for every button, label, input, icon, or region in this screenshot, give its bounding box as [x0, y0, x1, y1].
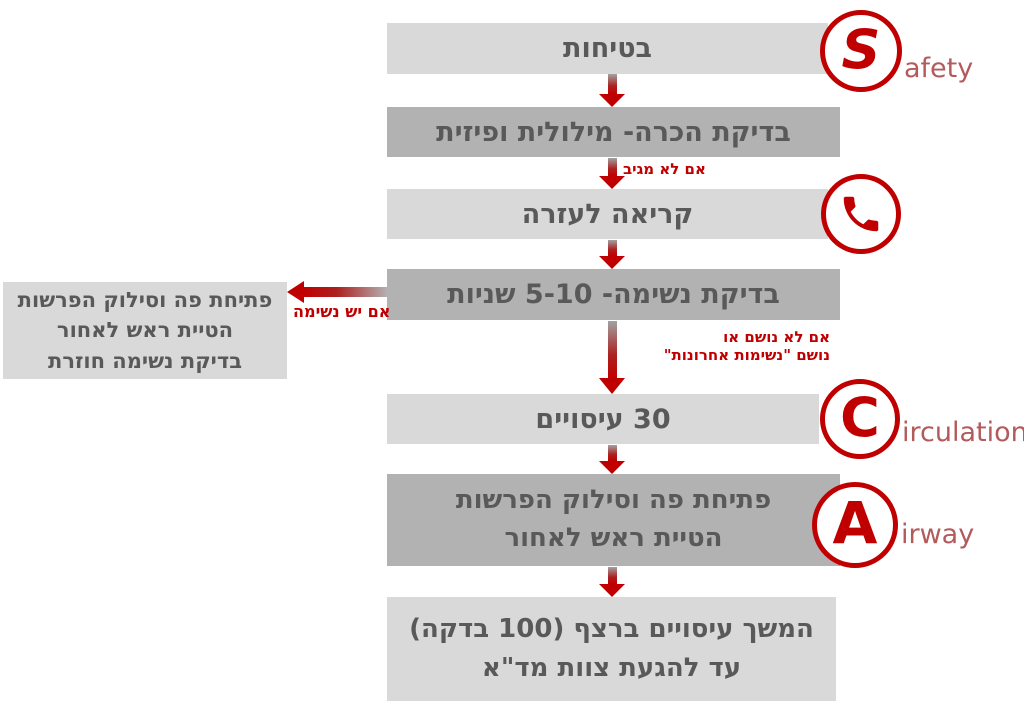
circulation-letter: C	[840, 385, 880, 449]
safety-letter: S	[841, 17, 881, 81]
safety-badge: S	[820, 10, 902, 92]
arrow-shaft	[607, 158, 617, 176]
airway-box-text: פתיחת פה וסילוק הפרשות הטיית ראש לאחור	[456, 482, 771, 557]
box-label-safety: בטיחות	[563, 33, 653, 64]
airway-suffix-label: irway	[901, 519, 975, 550]
arrow-shaft	[607, 445, 617, 461]
airway-box-line2: הטיית ראש לאחור	[504, 523, 723, 553]
arrow-down-icon	[599, 240, 625, 269]
arrow-down-icon	[599, 445, 625, 474]
side-box-text: פתיחת פה וסילוק הפרשות הטיית ראש לאחור ב…	[18, 285, 273, 376]
flow-box-breathing-check: בדיקת נשימה- 5-10 שניות	[387, 269, 840, 320]
airway-badge: A	[812, 482, 898, 568]
flow-box-compressions: 30 עיסויים	[387, 394, 819, 444]
flow-box-recovery-side: פתיחת פה וסילוק הפרשות הטיית ראש לאחור ב…	[3, 282, 287, 379]
flow-box-call-for-help: קריאה לעזרה	[387, 189, 828, 239]
phone-icon	[843, 196, 879, 232]
box-label-call-for-help: קריאה לעזרה	[521, 198, 694, 230]
circulation-badge: C	[820, 379, 900, 459]
arrow-head	[287, 281, 304, 303]
flow-box-consciousness-check: בדיקת הכרה- מילולית ופיזית	[387, 107, 840, 157]
condition-line2: נושם "נשימות אחרונות"	[663, 346, 830, 364]
airway-letter: A	[832, 489, 878, 557]
arrow-left-icon	[287, 281, 388, 303]
arrow-head	[599, 461, 625, 474]
arrow-head	[599, 176, 625, 189]
condition-label-has-breathing: אם יש נשימה	[293, 302, 391, 321]
flow-box-continue-compressions: המשך עיסויים ברצף (100 בדקה) עד להגעת צו…	[387, 597, 836, 701]
box-label-compressions: 30 עיסויים	[535, 403, 671, 435]
arrow-down-icon	[599, 74, 625, 107]
arrow-head	[599, 584, 625, 597]
arrow-down-icon	[599, 321, 625, 394]
condition-line1: אם לא נושם או	[723, 328, 830, 346]
flow-box-safety: בטיחות	[387, 23, 828, 74]
condition-label-not-responding: אם לא מגיב	[623, 160, 706, 178]
arrow-head	[599, 94, 625, 107]
airway-box-line1: פתיחת פה וסילוק הפרשות	[455, 485, 772, 516]
box-label-consciousness-check: בדיקת הכרה- מילולית ופיזית	[436, 116, 791, 148]
arrow-head	[599, 256, 625, 269]
arrow-shaft	[607, 567, 617, 584]
arrow-down-icon	[599, 158, 625, 189]
safety-suffix-label: afety	[904, 53, 974, 84]
call-badge	[821, 174, 901, 254]
arrow-head	[599, 378, 625, 394]
arrow-shaft	[607, 321, 617, 378]
circulation-suffix-label: irculation	[902, 417, 1024, 448]
flow-box-airway: פתיחת פה וסילוק הפרשות הטיית ראש לאחור	[387, 474, 840, 566]
side-box-line1: פתיחת פה וסילוק הפרשות	[17, 287, 273, 312]
condition-label-not-breathing: אם לא נושם או נושם "נשימות אחרונות"	[632, 328, 830, 364]
arrow-shaft	[607, 240, 617, 256]
box-label-breathing-check: בדיקת נשימה- 5-10 שניות	[447, 279, 780, 310]
arrow-shaft	[607, 74, 617, 94]
continue-box-line2: עד להגעת צוות מד"א	[481, 653, 742, 683]
arrow-shaft	[303, 287, 388, 297]
continue-box-text: המשך עיסויים ברצף (100 בדקה) עד להגעת צו…	[409, 610, 814, 688]
side-box-line2: הטיית ראש לאחור	[56, 318, 234, 343]
side-box-line3: בדיקת נשימה חוזרת	[47, 348, 243, 373]
continue-box-line1: המשך עיסויים ברצף (100 בדקה)	[409, 614, 814, 644]
arrow-down-icon	[599, 567, 625, 597]
